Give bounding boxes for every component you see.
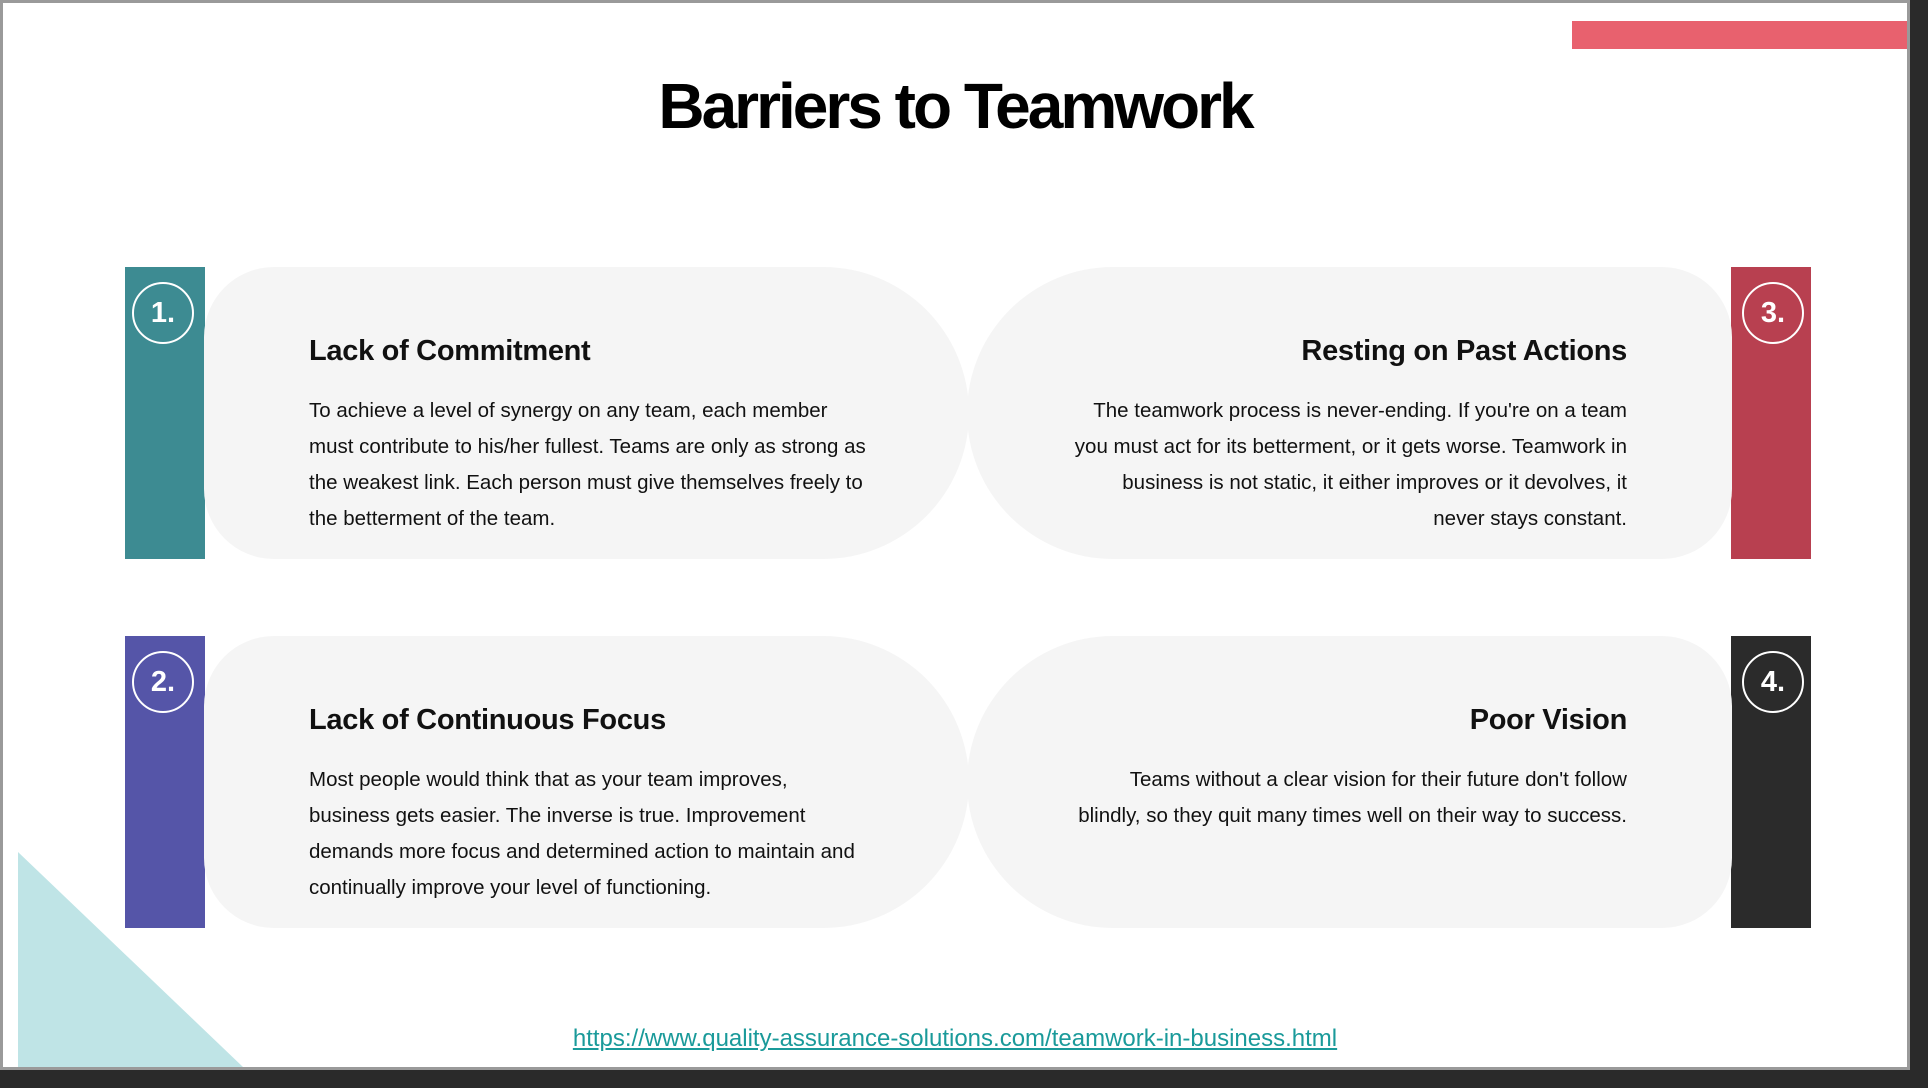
card-heading: Poor Vision [1469, 704, 1628, 736]
number-badge: 1. [132, 282, 194, 344]
barrier-card-1: 1. Lack of Commitment To achieve a level… [125, 267, 969, 559]
card-heading: Resting on Past Actions [1301, 335, 1627, 367]
card-heading: Lack of Commitment [309, 335, 591, 367]
slide: Barriers to Teamwork 1. Lack of Commitme… [0, 0, 1910, 1070]
card-body-text: To achieve a level of synergy on any tea… [309, 399, 866, 530]
card-body-text: The teamwork process is never-ending. If… [1074, 399, 1627, 530]
source-link[interactable]: https://www.quality-assurance-solutions.… [572, 1025, 1338, 1052]
barrier-card-2: 2. Lack of Continuous Focus Most people … [125, 636, 969, 928]
barrier-card-3: 3. Resting on Past Actions The teamwork … [967, 267, 1811, 559]
number-badge: 4. [1742, 651, 1804, 713]
top-accent-bar [1572, 21, 1907, 49]
card-panel [967, 636, 1732, 928]
card-heading: Lack of Continuous Focus [309, 704, 666, 736]
number-badge: 3. [1742, 282, 1804, 344]
card-body-text: Teams without a clear vision for their f… [1078, 768, 1627, 827]
slide-title: Barriers to Teamwork [658, 70, 1254, 142]
barrier-card-4: 4. Poor Vision Teams without a clear vis… [967, 636, 1811, 928]
card-body-text: Most people would think that as your tea… [309, 768, 855, 899]
card-panel [204, 636, 969, 928]
card-panel [204, 267, 969, 559]
number-badge: 2. [132, 651, 194, 713]
card-panel [967, 267, 1732, 559]
